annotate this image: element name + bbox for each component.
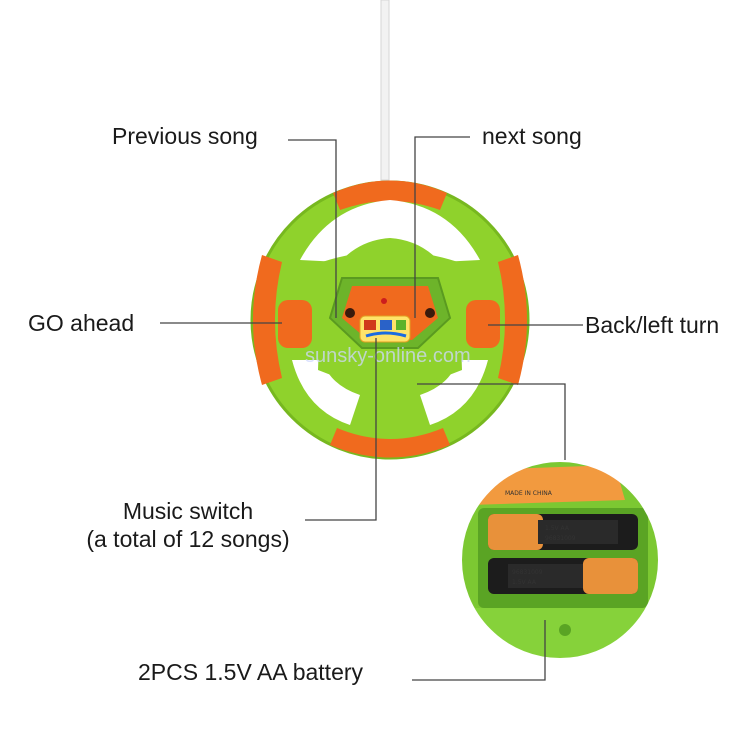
svg-text:MADE IN CHINA: MADE IN CHINA <box>505 490 553 497</box>
steering-wheel-toy-icon <box>250 180 530 460</box>
go-ahead-button[interactable] <box>278 300 312 348</box>
callout-previous-song: Previous song <box>112 123 258 149</box>
callout-music-switch-line2: (a total of 12 songs) <box>86 526 290 552</box>
cable <box>380 0 390 181</box>
svg-text:1.5V AA: 1.5V AA <box>512 579 537 586</box>
callout-go-ahead: GO ahead <box>28 310 135 336</box>
battery-compartment-icon: MADE IN CHINA 1.5V AA 96831009 96831009 … <box>458 458 662 662</box>
svg-text:1.5V AA: 1.5V AA <box>545 525 570 532</box>
callout-next-song: next song <box>482 123 582 149</box>
svg-text:96831009: 96831009 <box>545 535 576 542</box>
bottom-grip <box>330 428 450 458</box>
watermark-text: sunsky-online.com <box>305 345 471 367</box>
previous-song-button[interactable] <box>345 308 355 318</box>
right-grip <box>498 255 527 385</box>
leader-lines <box>160 136 583 681</box>
callout-music-switch-line1: Music switch <box>122 498 254 524</box>
left-grip <box>253 255 282 385</box>
top-grip <box>333 180 447 210</box>
svg-text:96831009: 96831009 <box>512 569 543 576</box>
callout-battery: 2PCS 1.5V AA battery <box>138 659 364 685</box>
callout-music-switch: Music switch (a total of 12 songs) <box>68 497 308 553</box>
next-song-button[interactable] <box>425 308 435 318</box>
back-left-turn-button[interactable] <box>466 300 500 348</box>
led-indicator <box>381 298 387 304</box>
callout-back-left-turn: Back/left turn <box>585 312 720 338</box>
